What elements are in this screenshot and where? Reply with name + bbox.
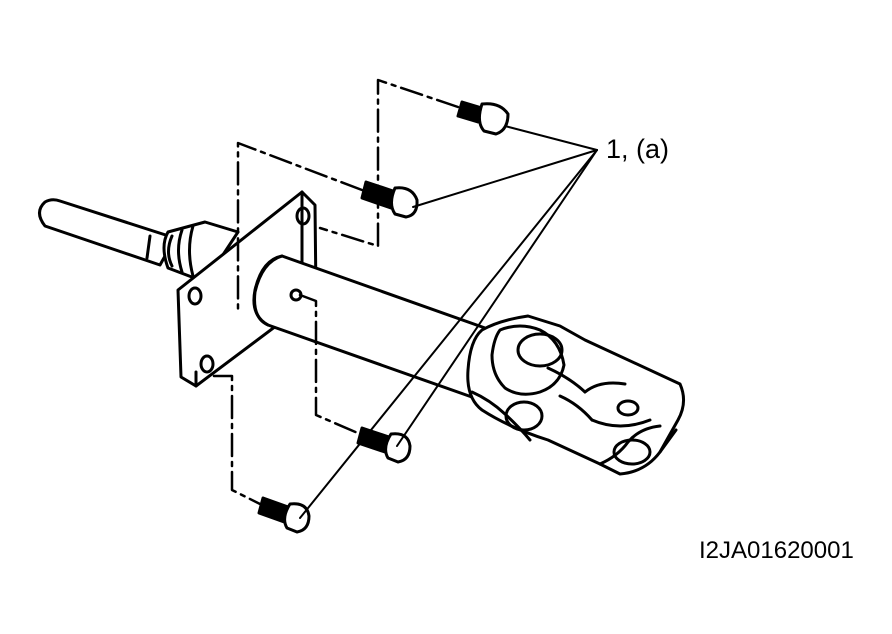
bolt-top — [456, 100, 510, 136]
bolt-bottom — [257, 496, 311, 534]
flange-hole-left — [187, 286, 203, 306]
joint-clamp-hole — [616, 399, 640, 417]
joint-lower-hole — [612, 438, 652, 466]
callout-leaders — [299, 125, 598, 519]
joint-yoke-hole-bottom — [504, 400, 544, 432]
figure-id: I2JA01620001 — [699, 537, 854, 564]
bolt-second — [360, 180, 419, 219]
joint-yoke-hole-top — [516, 332, 564, 368]
bolt — [257, 100, 510, 534]
universal-joint — [466, 314, 685, 476]
shaft-end — [38, 198, 177, 267]
callout-label: 1, (a) — [606, 134, 669, 164]
rubber-boot — [162, 220, 240, 284]
steering-shaft — [252, 254, 504, 404]
flange-hole-upper — [295, 206, 311, 226]
flange-hole-lower — [199, 354, 215, 374]
bolt-third — [356, 426, 412, 464]
assembly-guide-lines — [212, 78, 460, 506]
